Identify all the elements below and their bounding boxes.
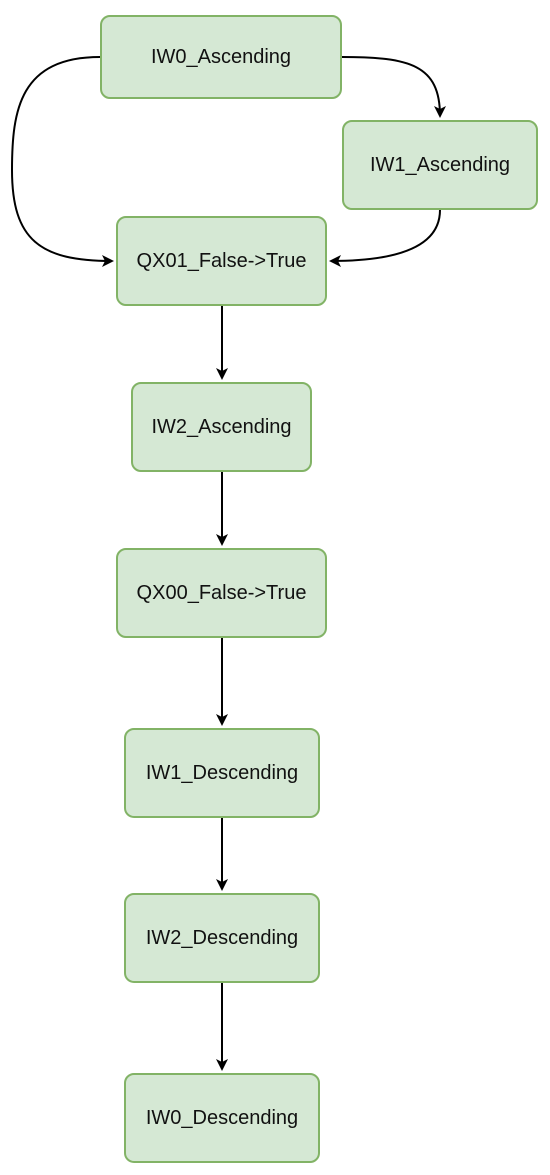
node-label: IW1_Ascending xyxy=(369,153,511,176)
edge-iw0-asc-to-iw1-asc xyxy=(341,56,446,118)
node-label: QX01_False->True xyxy=(136,249,307,272)
node-qx00-false-true: QX00_False->True xyxy=(116,548,327,638)
node-qx01-false-true: QX01_False->True xyxy=(116,216,327,306)
edge-iw0-asc-to-qx01 xyxy=(10,56,114,267)
node-iw0-ascending: IW0_Ascending xyxy=(100,15,342,99)
node-iw0-descending: IW0_Descending xyxy=(124,1073,320,1163)
node-label: IW1_Descending xyxy=(145,761,299,784)
node-iw1-descending: IW1_Descending xyxy=(124,728,320,818)
node-iw2-descending: IW2_Descending xyxy=(124,893,320,983)
node-iw2-ascending: IW2_Ascending xyxy=(131,382,312,472)
node-iw1-ascending: IW1_Ascending xyxy=(342,120,538,210)
node-label: IW0_Ascending xyxy=(150,45,292,68)
node-label: IW0_Descending xyxy=(145,1106,299,1129)
node-label: IW2_Ascending xyxy=(151,415,292,438)
edge-iw1-asc-to-qx01 xyxy=(329,209,441,267)
node-label: IW2_Descending xyxy=(145,926,299,949)
node-label: QX00_False->True xyxy=(136,581,307,604)
